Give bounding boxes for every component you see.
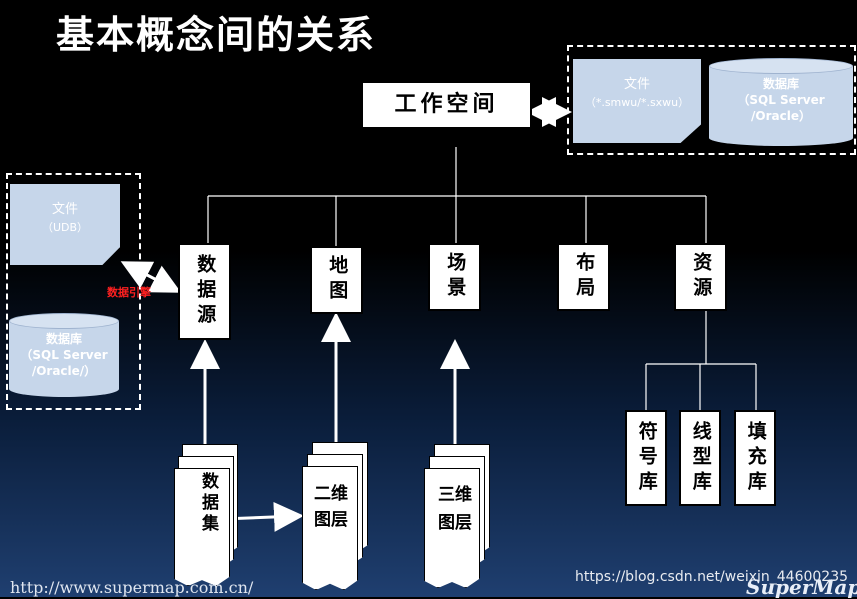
- data-engine-label: 数据引擎: [107, 286, 151, 299]
- datasource-file-doc: 文件 （UDB）: [10, 184, 120, 265]
- datasource-file-ext: （UDB）: [41, 221, 89, 234]
- layers-2d-label-line1: 二维: [314, 484, 348, 504]
- scene-box: 场景: [428, 243, 481, 311]
- resources-box: 资源: [674, 243, 727, 311]
- workspace-file-ext: （*.smwu/*.sxwu）: [584, 96, 690, 109]
- datasource-file-label: 文件: [51, 202, 78, 217]
- page-title: 基本概念间的关系: [56, 13, 377, 57]
- layers-2d-label-line2: 图层: [314, 510, 348, 530]
- linetype-library-box: 线型库: [679, 410, 721, 506]
- datasets-label: 数据集: [198, 472, 218, 535]
- workspace-file-label: 文件: [623, 77, 650, 92]
- layout-box: 布局: [557, 243, 610, 311]
- workspace-database-cylinder: 数据库 （SQL Server /Oracle）: [709, 58, 853, 146]
- map-box: 地图: [310, 246, 363, 314]
- workspace-db-label: 数据库: [762, 77, 799, 91]
- layers-3d-label-line2: 图层: [438, 513, 472, 533]
- workspace-db-line2: /Oracle）: [751, 109, 811, 124]
- workspace-storage-group: [567, 45, 856, 155]
- datasource-box: 数据源: [178, 243, 231, 340]
- fill-library-box: 填充库: [734, 410, 776, 506]
- workspace-file-doc: 文件 （*.smwu/*.sxwu）: [573, 59, 701, 143]
- symbol-library-box: 符号库: [625, 410, 667, 506]
- footer-url: http://www.supermap.com.cn/: [10, 578, 254, 597]
- supermap-logo: SuperMap: [746, 575, 857, 599]
- workspace-box: 工作空间: [361, 81, 532, 129]
- datasource-db-line1: （SQL Server: [20, 348, 108, 363]
- datasource-storage-group: [6, 173, 141, 410]
- datasource-db-line2: /Oracle/）: [31, 364, 97, 379]
- datasource-db-label: 数据库: [45, 332, 82, 346]
- layers-3d-label-line1: 三维: [438, 485, 472, 505]
- watermark: https://blog.csdn.net/weixin_44600235: [575, 569, 849, 585]
- workspace-db-line1: （SQL Server: [737, 93, 825, 108]
- datasource-database-cylinder: 数据库 （SQL Server /Oracle/）: [9, 313, 119, 397]
